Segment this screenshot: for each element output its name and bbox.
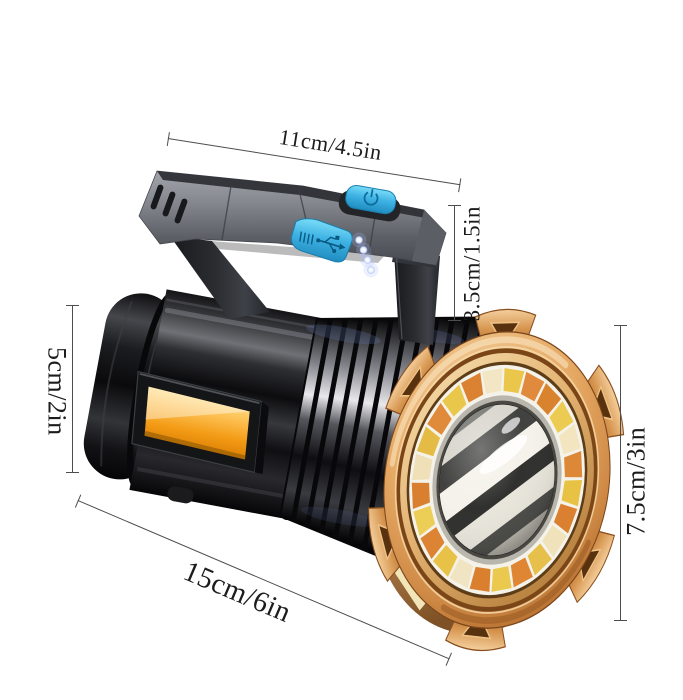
flashlight-head [368,308,625,652]
handle-front-strut [170,236,270,319]
dimension-line-head-height [614,325,627,621]
dimension-label-head-height: 7.5cm/3in [621,426,651,536]
flashlight-handle [138,170,447,345]
power-button[interactable] [337,183,403,223]
dimension-label-body-height: 5cm/2in [42,346,72,436]
usb-icon [299,231,346,254]
dimension-line-body-height [66,305,79,473]
grip-vents [150,184,188,224]
dimension-label-handle-height: 3.5cm/1.5in [459,205,485,322]
usb-port-cover[interactable] [289,216,355,264]
dimension-line-handle-height [448,205,461,321]
cob-side-light-window [131,370,269,474]
battery-indicator-leds [351,232,379,278]
power-icon [363,189,379,206]
